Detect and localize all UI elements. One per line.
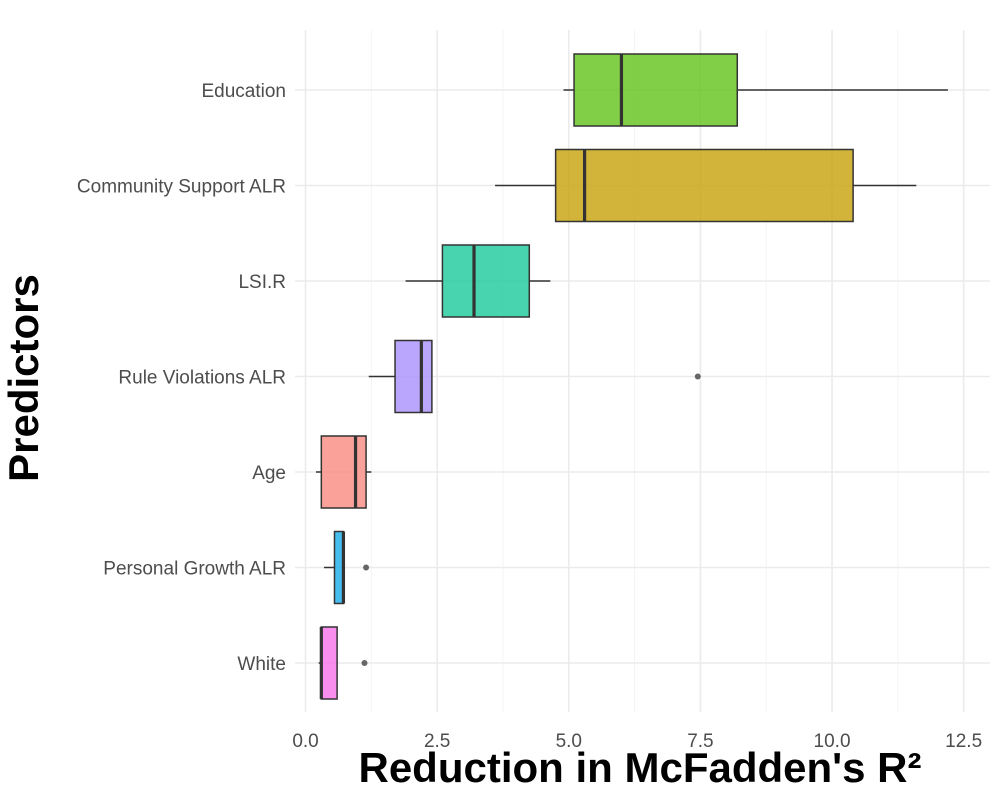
x-tick-label: 5.0 xyxy=(556,731,582,752)
x-tick-label: 2.5 xyxy=(424,731,450,752)
y-axis-title: Predictors xyxy=(0,274,47,482)
outlier-point xyxy=(694,373,701,380)
box-group xyxy=(368,339,701,414)
box-group xyxy=(318,626,368,700)
x-tick-label: 7.5 xyxy=(687,731,713,752)
box-group xyxy=(563,53,948,127)
x-tick-labels: 0.0 2.5 5.0 7.5 10.0 12.5 xyxy=(292,731,982,752)
box-group xyxy=(495,148,917,223)
box-rect xyxy=(573,53,739,127)
y-tick-label: Personal Growth ALR xyxy=(103,559,286,580)
y-tick-label: Rule Violations ALR xyxy=(118,368,286,389)
y-tick-label: Education xyxy=(201,81,286,102)
y-tick-label: Age xyxy=(252,463,286,484)
x-tick-label: 10.0 xyxy=(814,731,851,752)
box-group xyxy=(323,530,370,605)
box-rect xyxy=(320,626,338,700)
box-rect xyxy=(554,148,854,223)
boxes xyxy=(316,53,948,700)
box-group xyxy=(405,244,551,318)
box-rect xyxy=(441,244,531,318)
y-tick-label: LSI.R xyxy=(238,272,286,293)
x-axis-title: Reduction in McFadden's R² xyxy=(358,744,921,791)
y-tick-label: White xyxy=(237,654,286,675)
x-tick-label: 12.5 xyxy=(945,731,982,752)
box-rect xyxy=(394,339,433,414)
y-tick-label: Community Support ALR xyxy=(77,177,286,198)
box-group xyxy=(316,435,372,509)
outlier-point xyxy=(363,564,370,571)
box-rect xyxy=(320,435,367,509)
x-tick-label: 0.0 xyxy=(292,731,318,752)
outlier-point xyxy=(361,660,368,666)
